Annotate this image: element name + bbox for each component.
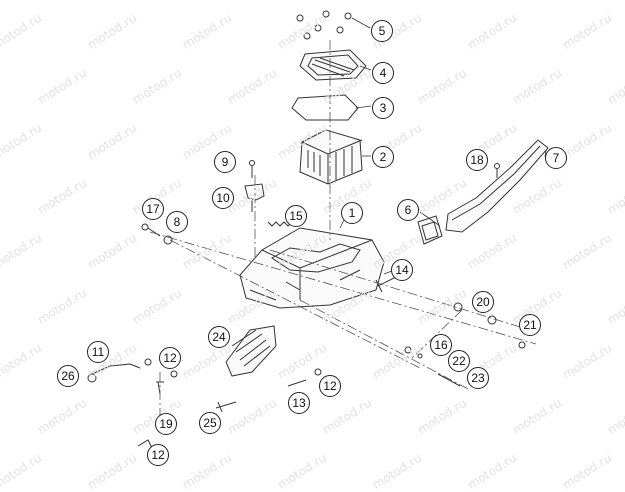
filter-cover-part: [299, 49, 367, 81]
hose-clamp-part: [87, 358, 178, 395]
callout-4[interactable]: 4: [372, 62, 394, 84]
callout-13[interactable]: 13: [288, 392, 310, 414]
air-filter-part: [299, 129, 363, 185]
hardware-part: [404, 346, 461, 387]
callout-3[interactable]: 3: [372, 97, 394, 119]
callout-10[interactable]: 10: [212, 187, 234, 209]
callout-12b[interactable]: 12: [319, 375, 341, 397]
screw-18-part: [494, 163, 500, 178]
fitting-25-part: [215, 401, 237, 413]
callout-14[interactable]: 14: [391, 259, 413, 281]
callout-2[interactable]: 2: [372, 146, 394, 168]
callout-22[interactable]: 22: [448, 350, 470, 372]
callout-9[interactable]: 9: [214, 151, 236, 173]
callout-18[interactable]: 18: [466, 149, 488, 171]
callout-12c[interactable]: 12: [147, 444, 169, 466]
callout-15[interactable]: 15: [285, 205, 307, 227]
bracket-part: [244, 183, 265, 212]
callout-23[interactable]: 23: [467, 367, 489, 389]
small-screw-part: [249, 160, 255, 178]
callout-26[interactable]: 26: [57, 365, 79, 387]
callout-25[interactable]: 25: [199, 412, 221, 434]
callout-20[interactable]: 20: [472, 291, 494, 313]
callout-21[interactable]: 21: [519, 314, 541, 336]
gasket-part: [291, 94, 359, 121]
screws-13-part: [287, 368, 322, 387]
parts-diagram: [87, 10, 549, 449]
callout-1[interactable]: 1: [341, 202, 363, 224]
callout-8[interactable]: 8: [166, 211, 188, 233]
intake-snorkel-part: [445, 139, 549, 233]
callout-24[interactable]: 24: [208, 326, 230, 348]
callout-5[interactable]: 5: [371, 20, 393, 42]
callout-12a[interactable]: 12: [159, 347, 181, 369]
intake-boot-part: [225, 325, 277, 377]
callout-11[interactable]: 11: [87, 341, 109, 363]
callout-19[interactable]: 19: [155, 413, 177, 435]
airbox-housing-part: [239, 227, 385, 309]
fittings-part: [453, 302, 526, 349]
callout-6[interactable]: 6: [397, 199, 419, 221]
callout-7[interactable]: 7: [545, 147, 567, 169]
callout-17[interactable]: 17: [142, 198, 164, 220]
screws-part: [296, 10, 352, 40]
callout-16[interactable]: 16: [430, 334, 452, 356]
spring-part: [267, 221, 293, 227]
